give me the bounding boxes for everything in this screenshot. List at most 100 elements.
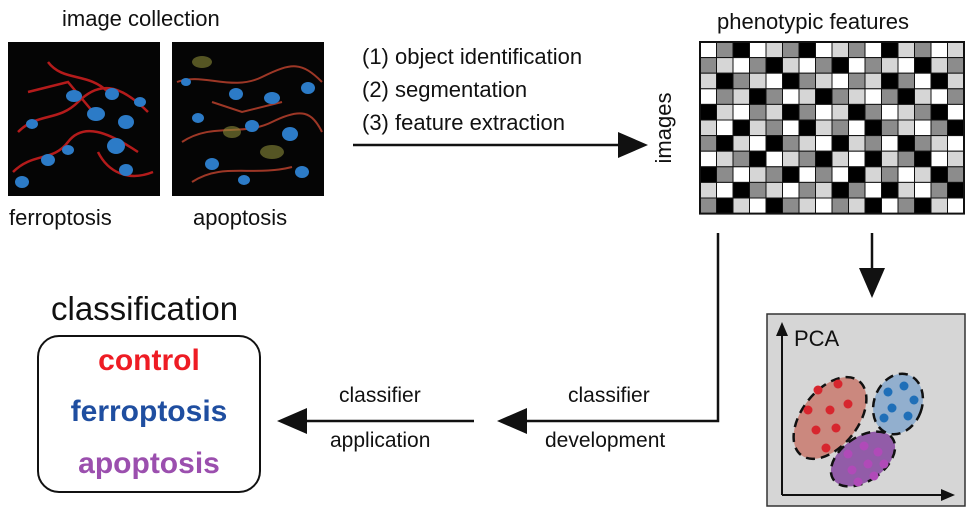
pca-y-axis-head bbox=[776, 322, 788, 336]
matrix-cell bbox=[848, 57, 866, 74]
matrix-cell bbox=[815, 150, 833, 168]
cluster-point bbox=[843, 399, 853, 409]
matrix-cell bbox=[732, 103, 750, 121]
matrix-cell bbox=[815, 181, 833, 199]
matrix-cell bbox=[732, 150, 750, 168]
matrix-cell bbox=[831, 41, 849, 59]
matrix-cell bbox=[749, 197, 767, 215]
matrix-cell bbox=[831, 72, 849, 90]
matrix-cell bbox=[765, 197, 783, 215]
step-segmentation: (2) segmentation bbox=[362, 77, 528, 102]
matrix-cell bbox=[897, 150, 915, 168]
matrix-cell bbox=[897, 41, 915, 59]
matrix-cell bbox=[699, 119, 717, 137]
matrix-cell bbox=[947, 103, 965, 121]
image-collection-title: image collection bbox=[62, 6, 220, 31]
matrix-cell bbox=[765, 41, 783, 59]
feature-matrix bbox=[699, 41, 965, 215]
development-arrow-line bbox=[525, 233, 720, 423]
matrix-cell bbox=[782, 150, 800, 168]
matrix-cell bbox=[798, 197, 816, 215]
matrix-cell bbox=[716, 181, 734, 199]
development-arrow-head bbox=[497, 408, 527, 434]
matrix-cell bbox=[930, 197, 948, 215]
matrix-cell bbox=[831, 150, 849, 168]
step-feature-extraction: (3) feature extraction bbox=[362, 110, 565, 135]
matrix-cell bbox=[765, 150, 783, 168]
matrix-cell bbox=[815, 103, 833, 121]
matrix-cell bbox=[881, 119, 899, 137]
matrix-cell bbox=[848, 103, 866, 121]
matrix-cell bbox=[815, 166, 833, 183]
matrix-cell bbox=[881, 166, 899, 183]
cluster-point bbox=[863, 459, 873, 469]
matrix-cell bbox=[716, 88, 734, 105]
matrix-cell bbox=[848, 135, 866, 152]
cluster-point bbox=[899, 381, 909, 391]
matrix-cell bbox=[881, 181, 899, 199]
matrix-cell bbox=[881, 41, 899, 59]
matrix-cell bbox=[864, 135, 882, 152]
matrix-cell bbox=[732, 57, 750, 74]
matrix-cell bbox=[914, 135, 932, 152]
matrix-cell bbox=[897, 72, 915, 90]
matrix-cell bbox=[749, 57, 767, 74]
matrix-cell bbox=[914, 88, 932, 105]
matrix-cell bbox=[782, 88, 800, 105]
cluster-apoptosis bbox=[829, 430, 897, 488]
cluster-point bbox=[887, 403, 897, 413]
class-control: control bbox=[98, 344, 200, 377]
matrix-cell bbox=[798, 135, 816, 152]
cluster-point bbox=[879, 413, 889, 423]
matrix-cell bbox=[716, 41, 734, 59]
matrix-cell bbox=[732, 135, 750, 152]
classifier-development-label-1: classifier bbox=[568, 384, 650, 407]
cluster-point bbox=[859, 441, 869, 451]
matrix-cell bbox=[914, 57, 932, 74]
matrix-cell bbox=[930, 103, 948, 121]
matrix-cell bbox=[815, 197, 833, 215]
matrix-cell bbox=[732, 166, 750, 183]
ferroptosis-label: ferroptosis bbox=[9, 205, 112, 230]
matrix-cell bbox=[848, 119, 866, 137]
matrix-cell bbox=[947, 72, 965, 90]
matrix-cell bbox=[831, 88, 849, 105]
matrix-cell bbox=[699, 72, 717, 90]
matrix-cell bbox=[815, 88, 833, 105]
matrix-cell bbox=[765, 57, 783, 74]
matrix-cell bbox=[798, 166, 816, 183]
matrix-cell bbox=[815, 135, 833, 152]
matrix-cell bbox=[699, 135, 717, 152]
matrix-cell bbox=[749, 72, 767, 90]
matrix-cell bbox=[831, 135, 849, 152]
matrix-cell bbox=[930, 57, 948, 74]
cluster-point bbox=[803, 405, 813, 415]
matrix-cell bbox=[765, 181, 783, 199]
matrix-cell bbox=[765, 119, 783, 137]
matrix-cell bbox=[864, 88, 882, 105]
matrix-cell bbox=[831, 166, 849, 183]
matrix-cell bbox=[864, 197, 882, 215]
matrix-cell bbox=[864, 119, 882, 137]
matrix-cell bbox=[716, 197, 734, 215]
cluster-point bbox=[831, 423, 841, 433]
matrix-cell bbox=[699, 88, 717, 105]
matrix-cell bbox=[716, 103, 734, 121]
matrix-cell bbox=[848, 88, 866, 105]
matrix-cell bbox=[848, 197, 866, 215]
cluster-point bbox=[873, 447, 883, 457]
matrix-cell bbox=[881, 150, 899, 168]
matrix-cell bbox=[881, 88, 899, 105]
matrix-cell bbox=[881, 103, 899, 121]
apoptosis-label: apoptosis bbox=[193, 205, 288, 230]
matrix-cell bbox=[732, 197, 750, 215]
matrix-cell bbox=[716, 72, 734, 90]
matrix-cell bbox=[897, 119, 915, 137]
matrix-cell bbox=[831, 119, 849, 137]
matrix-cell bbox=[947, 197, 965, 215]
classifier-application-label-2: application bbox=[330, 429, 431, 452]
matrix-cell bbox=[732, 119, 750, 137]
application-arrow-head bbox=[277, 408, 307, 434]
cluster-point bbox=[821, 443, 831, 453]
